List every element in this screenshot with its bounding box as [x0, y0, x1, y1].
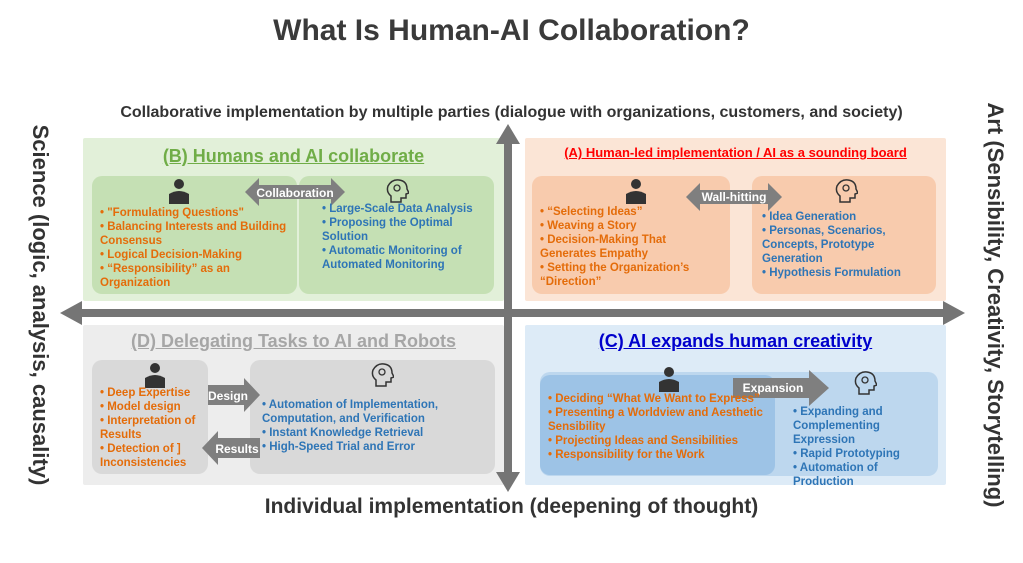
wall-hitting-label: Wall-hitting [701, 190, 767, 204]
quadrant-c-ai-list: • Expanding and Complementing Expression… [793, 405, 935, 489]
axis-top-label: Collaborative implementation by multiple… [120, 104, 903, 121]
quadrant-d-ai-list: • Automation of Implementation, Computat… [262, 398, 492, 454]
collaboration-double-arrow [245, 178, 345, 206]
person-icon [659, 367, 679, 392]
ai-head-icon [835, 179, 858, 203]
expansion-label: Expansion [742, 381, 804, 395]
design-arrow [208, 378, 260, 412]
results-label: Results [215, 442, 259, 456]
list-item: • Rapid Prototyping [793, 448, 900, 460]
ai-head-icon [854, 371, 877, 395]
horizontal-axis-right-arrowhead [943, 301, 965, 325]
page-title: What Is Human-AI Collaboration? [273, 14, 750, 47]
quadrant-a-ai-box [752, 176, 936, 294]
quadrant-a-title: (A) Human-led implementation / AI as a s… [564, 145, 907, 160]
person-icon [145, 363, 165, 388]
quadrant-a-ai-list: • Idea Generation • Personas, Scenarios,… [762, 210, 934, 280]
list-item: • Balancing Interests and Building Conse… [100, 221, 287, 247]
list-item: • Proposing the Optimal Solution [322, 217, 453, 243]
list-item: • Idea Generation [762, 211, 857, 223]
quadrant-d-ai-box [250, 360, 495, 474]
list-item: • Presenting a Worldview and Aesthetic S… [548, 407, 763, 433]
list-item: • High-Speed Trial and Error [262, 441, 415, 453]
ai-head-icon [386, 179, 409, 203]
list-item: • "Formulating Questions" [100, 207, 244, 219]
list-item: • Decision-Making That Generates Empathy [540, 234, 667, 260]
person-icon [626, 179, 646, 204]
wall-hitting-double-arrow [686, 183, 782, 211]
horizontal-axis-left-arrowhead [60, 301, 82, 325]
quadrant-c-human-list: • Deciding “What We Want to Express” • P… [548, 392, 773, 462]
quadrant-d-title: (D) Delegating Tasks to AI and Robots [130, 331, 457, 351]
person-icon [169, 179, 189, 204]
vertical-axis-bottom-arrowhead [496, 472, 520, 492]
quadrant-b-ai-list: • Large-Scale Data Analysis • Proposing … [322, 202, 492, 272]
quadrant-b-human-list: • "Formulating Questions" • Balancing In… [100, 206, 292, 290]
list-item: • Setting the Organization’s “Direction” [540, 262, 690, 288]
list-item: • “Responsibility” as an Organization [100, 263, 230, 289]
quadrant-b-title: (B) Humans and AI collaborate [162, 146, 425, 166]
list-item: • Responsibility for the Work [548, 449, 705, 461]
list-item: • Model design [100, 401, 181, 413]
axis-bottom-label: Individual implementation (deepening of … [264, 495, 759, 518]
quadrant-c-title: (C) AI expands human creativity [598, 331, 873, 351]
list-item: • Hypothesis Formulation [762, 267, 901, 279]
list-item: • Interpretation of Results [100, 415, 196, 441]
expansion-arrow [733, 370, 829, 406]
list-item: • Weaving a Story [540, 220, 637, 232]
list-item: • Deciding “What We Want to Express” [548, 393, 760, 405]
design-label: Design [207, 389, 248, 403]
list-item: • Automation of Implementation, Computat… [262, 399, 439, 425]
list-item: • Logical Decision-Making [100, 249, 243, 261]
list-item: • Automatic Monitoring of Automated Moni… [322, 245, 462, 271]
collaboration-label: Collaboration [256, 186, 334, 200]
quadrant-d-human-list: • Deep Expertise • Model design • Interp… [100, 386, 212, 470]
list-item: • Projecting Ideas and Sensibilities [548, 435, 738, 447]
quadrant-a-human-list: • “Selecting Ideas” • Weaving a Story • … [540, 205, 725, 289]
list-item: • Detection of ] Inconsistencies [100, 443, 187, 469]
ai-head-icon [371, 363, 394, 387]
list-item: • Expanding and Complementing Expression [793, 406, 883, 446]
list-item: • “Selecting Ideas” [540, 206, 643, 218]
list-item: • Automation of Production [793, 462, 878, 488]
list-item: • Instant Knowledge Retrieval [262, 427, 424, 439]
list-item: • Deep Expertise [100, 387, 191, 399]
list-item: • Large-Scale Data Analysis [322, 203, 473, 215]
results-arrow [202, 431, 260, 465]
list-item: • Personas, Scenarios, Concepts, Prototy… [762, 225, 886, 265]
vertical-axis-top-arrowhead [496, 124, 520, 144]
